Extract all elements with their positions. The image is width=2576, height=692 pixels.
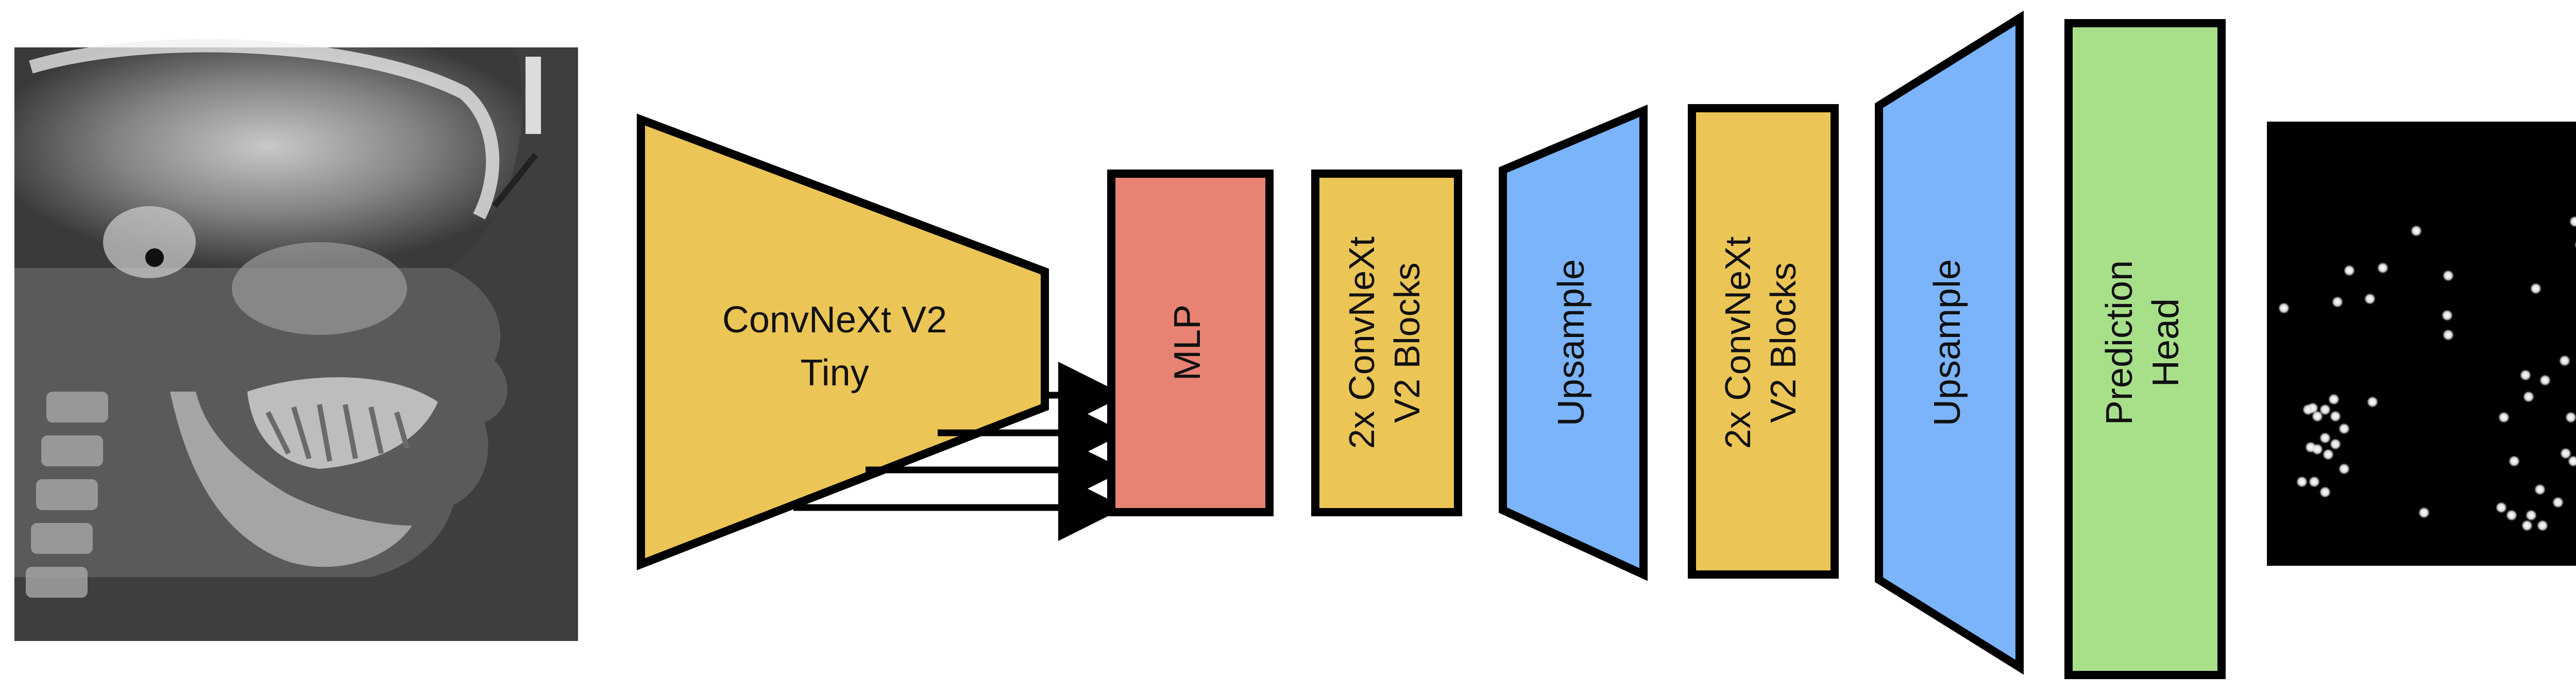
- landmark-point: [2332, 296, 2343, 308]
- landmark-point: [2278, 302, 2290, 314]
- landmark-point: [2319, 404, 2331, 415]
- landmark-point: [2568, 455, 2576, 467]
- landmark-point: [2443, 270, 2454, 281]
- landmark-point: [2344, 265, 2355, 276]
- landmark-point: [2569, 216, 2576, 227]
- landmark-point: [2328, 394, 2340, 405]
- landmark-point: [2319, 486, 2331, 498]
- landmark-point: [2323, 449, 2334, 460]
- landmark-points: [2278, 216, 2576, 531]
- landmark-point: [2574, 241, 2576, 249]
- landmark-point: [2330, 438, 2341, 450]
- landmark-point: [2338, 423, 2350, 434]
- landmark-point: [2520, 369, 2531, 381]
- landmark-point: [2338, 463, 2350, 475]
- landmark-point: [2509, 455, 2520, 467]
- landmark-point: [2411, 225, 2422, 237]
- landmark-point: [2442, 310, 2453, 321]
- landmark-point: [2539, 375, 2551, 386]
- upsample-2-label: Upsample: [1927, 259, 1968, 426]
- upsample-block-2: Upsample: [1875, 10, 2024, 675]
- landmark-point: [2364, 293, 2376, 305]
- mlp-label: MLP: [1167, 305, 1208, 381]
- prediction-head-line1: Prediction: [2099, 260, 2140, 425]
- mlp-block: MLP: [1107, 170, 1274, 516]
- prediction-head-line2: Head: [2145, 298, 2187, 387]
- landmark-point: [2506, 510, 2517, 521]
- landmark-point: [2312, 411, 2323, 422]
- landmark-point: [2377, 262, 2388, 274]
- landmark-point: [2498, 412, 2510, 423]
- landmark-point: [2530, 283, 2541, 294]
- convnext-blocks-2-line1: 2x ConvNeXt: [1718, 237, 1758, 449]
- prediction-head-block: Prediction Head: [2064, 19, 2226, 679]
- landmark-point: [2559, 355, 2570, 366]
- landmark-point: [2526, 510, 2537, 521]
- cephalometric-xray-image: [14, 39, 578, 641]
- landmark-point: [2534, 484, 2546, 495]
- landmark-point: [2552, 497, 2564, 508]
- landmark-point: [2367, 396, 2378, 408]
- landmark-point: [2319, 432, 2331, 444]
- landmark-point: [2496, 502, 2507, 513]
- convnext-blocks-1: 2x ConvNeXt V2 Blocks: [1311, 170, 1462, 516]
- encoder-label-line1: ConvNeXt V2: [722, 299, 947, 341]
- landmark-point: [2296, 476, 2308, 487]
- landmark-point: [2537, 520, 2548, 531]
- landmark-point: [2521, 520, 2533, 531]
- upsample-block-1: Upsample: [1499, 104, 1648, 581]
- convnext-blocks-2-line2: V2 Blocks: [1763, 262, 1803, 423]
- encoder-label-line2: Tiny: [800, 352, 869, 394]
- landmark-point: [2330, 411, 2341, 422]
- landmark-point: [2565, 412, 2576, 423]
- convnext-blocks-1-line1: 2x ConvNeXt: [1342, 237, 1382, 449]
- convnext-blocks-2: 2x ConvNeXt V2 Blocks: [1688, 104, 1839, 579]
- convnext-blocks-1-line2: V2 Blocks: [1387, 262, 1427, 423]
- landmark-heatmap-output: [2267, 122, 2576, 566]
- encoder-block: ConvNeXt V2 Tiny: [637, 113, 1049, 570]
- landmark-point: [2443, 329, 2454, 341]
- landmark-point: [2309, 476, 2320, 487]
- landmark-point: [2560, 448, 2571, 459]
- landmark-point: [2418, 507, 2430, 518]
- landmark-point: [2302, 404, 2314, 415]
- landmark-point: [2305, 442, 2316, 453]
- feature-arrows: [793, 362, 1125, 541]
- upsample-1-label: Upsample: [1551, 259, 1592, 426]
- landmark-point: [2523, 391, 2534, 402]
